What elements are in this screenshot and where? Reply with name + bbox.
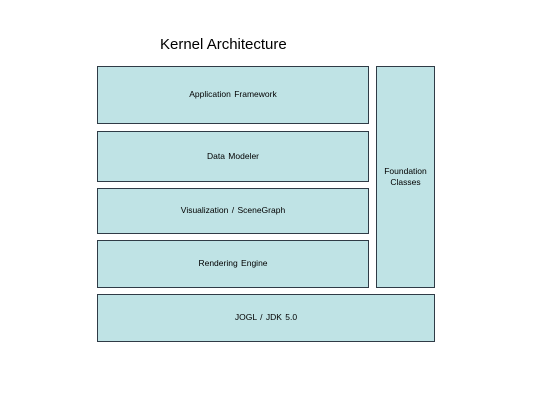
jogl-jdk-layer: JOGL / JDK 5.0 — [97, 294, 435, 342]
foundation-classes-label: Foundation Classes — [384, 165, 427, 187]
data-modeler-label: Data Modeler — [206, 150, 260, 161]
rendering-engine-label: Rendering Engine — [198, 258, 268, 269]
application-framework-layer: Application Framework — [97, 66, 369, 124]
visualization-scenegraph-label: Visualization / SceneGraph — [180, 205, 286, 216]
foundation-classes-layer: Foundation Classes — [376, 66, 435, 288]
data-modeler-layer: Data Modeler — [97, 131, 369, 182]
jogl-jdk-label: JOGL / JDK 5.0 — [234, 312, 298, 323]
diagram-title: Kernel Architecture — [160, 36, 287, 53]
rendering-engine-layer: Rendering Engine — [97, 240, 369, 288]
application-framework-label: Application Framework — [189, 89, 277, 100]
visualization-scenegraph-layer: Visualization / SceneGraph — [97, 188, 369, 234]
